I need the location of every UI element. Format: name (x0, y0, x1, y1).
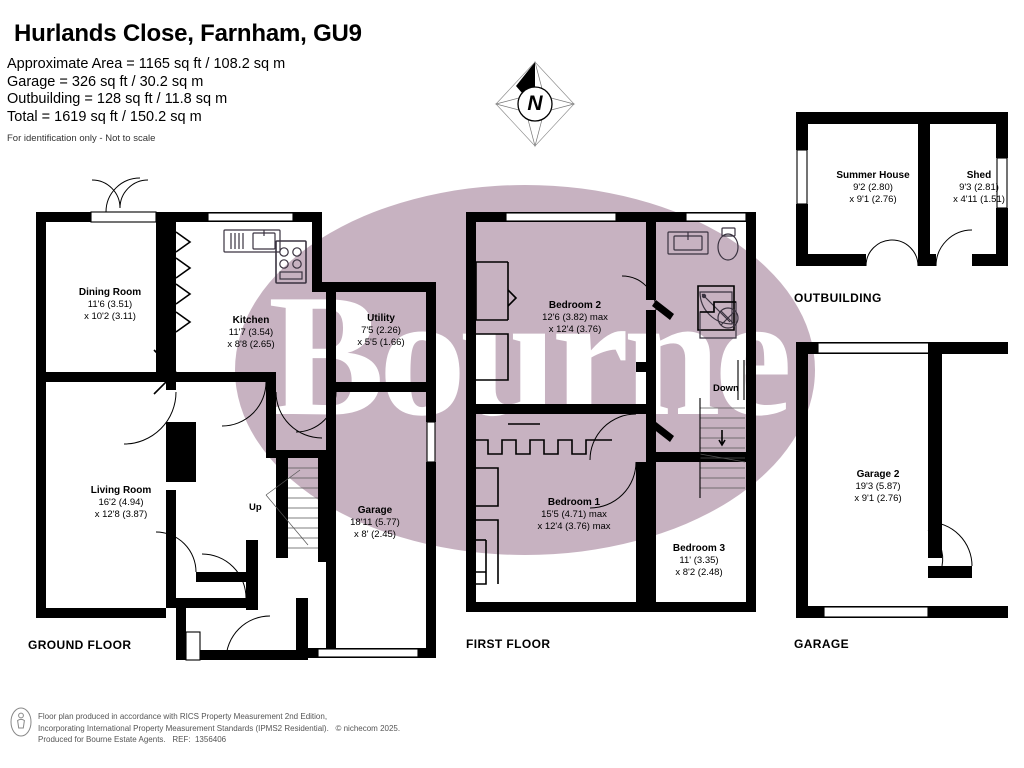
room-label-utility: Utility 7'5 (2.26) x 5'5 (1.66) (331, 313, 431, 348)
room-name: Shed (966, 170, 992, 181)
room-dim-2: x 12'8 (3.87) (94, 508, 148, 520)
room-dim-2: x 9'1 (2.76) (854, 492, 902, 504)
area-line-total: Total = 1619 sq ft / 150.2 sq m (7, 108, 202, 125)
room-name: Dining Room (78, 287, 142, 298)
room-name: Bedroom 3 (672, 543, 726, 554)
room-name: Bedroom 2 (548, 300, 602, 311)
footer-copyright: © nichecom 2025. (335, 723, 401, 733)
room-dim-2: x 9'1 (2.76) (849, 193, 897, 205)
room-label-garage: Garage 18'11 (5.77) x 8' (2.45) (316, 505, 434, 540)
room-label-bedroom-3: Bedroom 3 11' (3.35) x 8'2 (2.48) (640, 543, 758, 578)
room-dim-2: x 10'2 (3.11) (84, 310, 136, 322)
room-dim-2: x 8'2 (2.48) (675, 566, 723, 578)
room-label-bedroom-1: Bedroom 1 15'5 (4.71) max x 12'4 (3.76) … (500, 497, 648, 532)
room-name: Kitchen (232, 315, 270, 326)
compass-north-label: N (527, 92, 543, 115)
footer-disclaimer: Floor plan produced in accordance with R… (38, 711, 400, 746)
room-label-shed: Shed 9'3 (2.81) x 4'11 (1.51) (936, 170, 1022, 205)
room-dim-1: 7'5 (2.26) (361, 325, 401, 337)
room-name: Garage (357, 505, 393, 516)
room-name: Garage 2 (856, 469, 900, 480)
room-dim-1: 11'6 (3.51) (87, 299, 133, 311)
room-label-kitchen: Kitchen 11'7 (3.54) x 8'8 (2.65) (190, 315, 312, 350)
room-dim-2: x 8'8 (2.65) (227, 338, 275, 350)
room-dim-2: x 4'11 (1.51) (953, 193, 1005, 205)
footer-reference: REF: 1356406 (172, 735, 227, 744)
room-dim-1: 19'3 (5.87) (855, 481, 901, 493)
area-line-outbuilding: Outbuilding = 128 sq ft / 11.8 sq m (7, 91, 228, 107)
rics-person-icon (10, 707, 32, 737)
room-name: Utility (367, 313, 395, 324)
room-name: Summer House (836, 170, 910, 181)
room-dim-1: 15'5 (4.71) max (541, 509, 607, 521)
area-line-garage: Garage = 326 sq ft / 30.2 sq m (7, 73, 204, 90)
room-name: Bedroom 1 (547, 497, 601, 508)
room-label-summer-house: Summer House 9'2 (2.80) x 9'1 (2.76) (810, 170, 936, 205)
room-name: Living Room (90, 485, 152, 496)
page-title: Hurlands Close, Farnham, GU9 (14, 20, 362, 47)
room-dim-1: 11' (3.35) (679, 555, 719, 567)
caption-first-floor: FIRST FLOOR (466, 637, 551, 651)
room-dim-1: 9'3 (2.81) (959, 182, 999, 194)
room-dim-1: 9'2 (2.80) (853, 182, 893, 194)
area-line-approximate: Approximate Area = 1165 sq ft / 108.2 sq… (7, 56, 286, 72)
room-dim-1: 16'2 (4.94) (98, 497, 144, 509)
identification-notice: For identification only - Not to scale (7, 133, 156, 144)
caption-garage: GARAGE (794, 637, 850, 651)
footer-line-3: Produced for Bourne Estate Agents. (38, 735, 166, 744)
room-label-bedroom-2: Bedroom 2 12'6 (3.82) max x 12'4 (3.76) (505, 300, 645, 335)
room-label-living-room: Living Room 16'2 (4.94) x 12'8 (3.87) (50, 485, 192, 520)
stair-label-down: Down (713, 383, 739, 394)
footer-line-2: Incorporating International Property Mea… (38, 723, 329, 733)
footer-line-1: Floor plan produced in accordance with R… (38, 712, 328, 721)
room-dim-2: x 12'4 (3.76) max (537, 520, 611, 532)
compass-rose (494, 60, 576, 148)
room-dim-2: x 8' (2.45) (354, 528, 396, 540)
room-label-garage-2: Garage 2 19'3 (5.87) x 9'1 (2.76) (815, 469, 941, 504)
room-dim-2: x 5'5 (1.66) (357, 336, 405, 348)
room-dim-1: 11'7 (3.54) (228, 327, 274, 339)
room-dim-2: x 12'4 (3.76) (548, 323, 602, 335)
caption-outbuilding: OUTBUILDING (794, 291, 882, 305)
room-label-dining-room: Dining Room 11'6 (3.51) x 10'2 (3.11) (40, 287, 180, 322)
caption-ground-floor: GROUND FLOOR (28, 638, 132, 652)
stair-label-up: Up (249, 502, 262, 513)
room-dim-1: 12'6 (3.82) max (542, 312, 608, 324)
area-summary: Approximate Area = 1165 sq ft / 108.2 sq… (7, 56, 285, 126)
room-dim-1: 18'11 (5.77) (350, 517, 400, 529)
